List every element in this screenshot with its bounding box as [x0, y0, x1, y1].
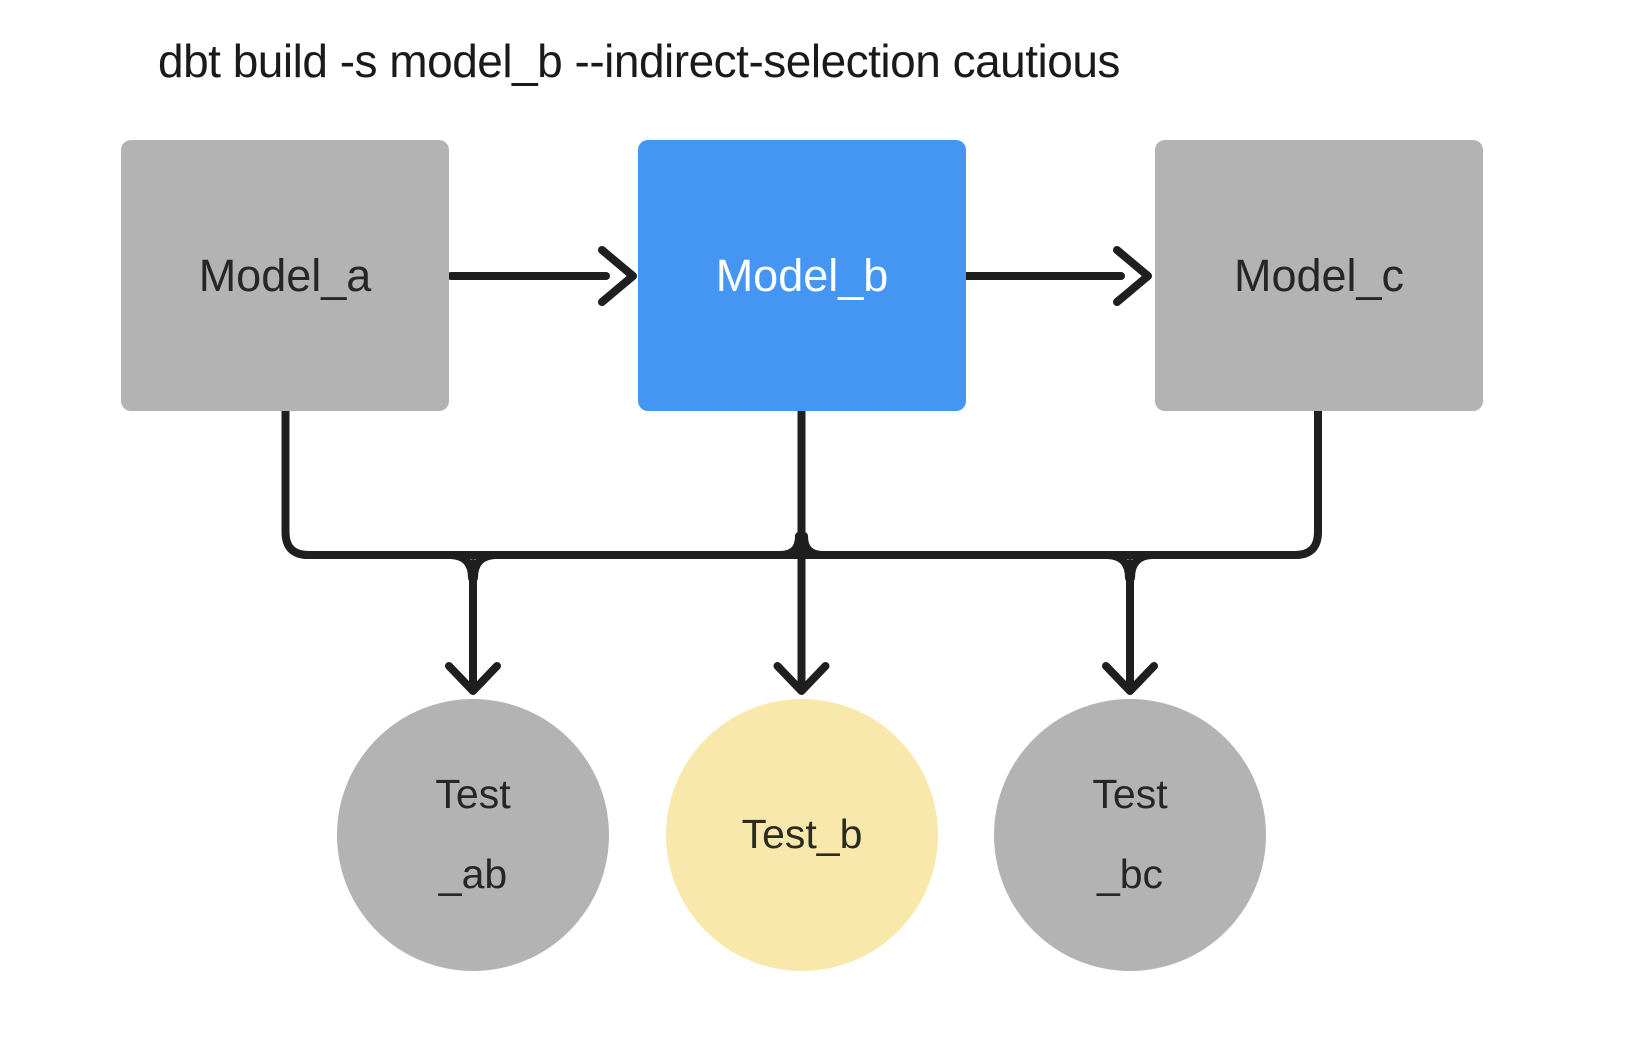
test-ab-label-line1: Test — [435, 771, 511, 818]
diagram-title: dbt build -s model_b --indirect-selectio… — [158, 35, 1120, 87]
test-ab-label-line2: _ab — [438, 851, 508, 897]
edge-fillet — [1104, 551, 1133, 582]
model-c-label: Model_c — [1233, 249, 1405, 301]
model-c-node: Model_c — [1155, 140, 1483, 411]
test-bc-node: Test _bc — [994, 699, 1266, 971]
model-a-label: Model_a — [198, 249, 372, 301]
test-bc-label-line2: _bc — [1096, 851, 1164, 897]
arrow-head-icon — [1113, 246, 1152, 306]
test-bc-label-line1: Test — [1092, 771, 1168, 818]
edge-fillet — [1127, 551, 1156, 582]
arrow-head-icon — [1102, 662, 1158, 695]
edge-fillet — [800, 532, 827, 559]
test-b-label: Test_b — [741, 811, 863, 858]
model-b-label: Model_b — [715, 249, 889, 301]
test-ab-node: Test _ab — [337, 699, 609, 971]
edge-fillet — [447, 551, 476, 582]
model-a-node: Model_a — [121, 140, 449, 411]
model-b-node: Model_b — [638, 140, 966, 411]
arrow-head-icon — [773, 662, 830, 695]
arrow-head-icon — [598, 246, 637, 306]
edge-fillet — [470, 551, 499, 582]
arrow-head-icon — [445, 662, 501, 695]
test-b-node: Test_b — [666, 699, 938, 971]
edge-fillet — [776, 532, 803, 559]
